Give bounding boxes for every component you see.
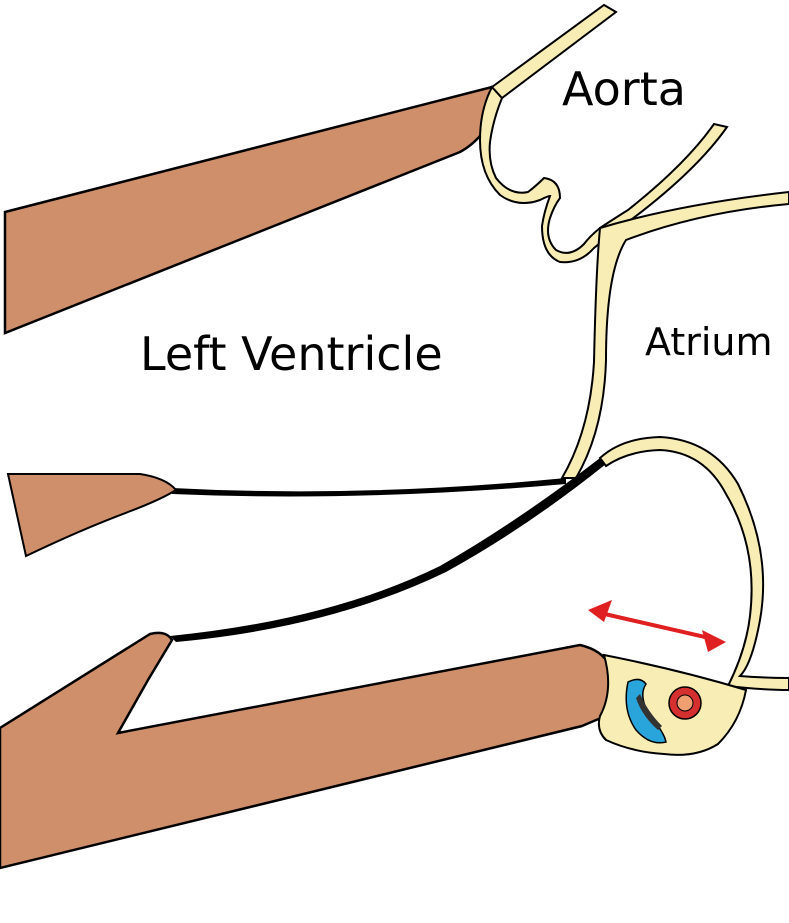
- atrial-wall-posterior: [598, 435, 789, 692]
- aortic-wall-upper: [490, 3, 618, 100]
- mitral-leaflet-anterior: [172, 478, 566, 497]
- vein-icon: [625, 678, 667, 744]
- lower-ventricular-wall: [0, 631, 615, 870]
- double-headed-arrow-icon: [588, 600, 726, 652]
- septum-wall: [3, 85, 500, 335]
- artery-icon: [668, 686, 702, 720]
- atrium-label: Atrium: [645, 320, 773, 364]
- left-ventricle-label: Left Ventricle: [140, 327, 443, 381]
- papillary-muscle-upper: [6, 473, 178, 558]
- atrial-wall-upper: [560, 190, 789, 479]
- aorta-label: Aorta: [562, 62, 686, 116]
